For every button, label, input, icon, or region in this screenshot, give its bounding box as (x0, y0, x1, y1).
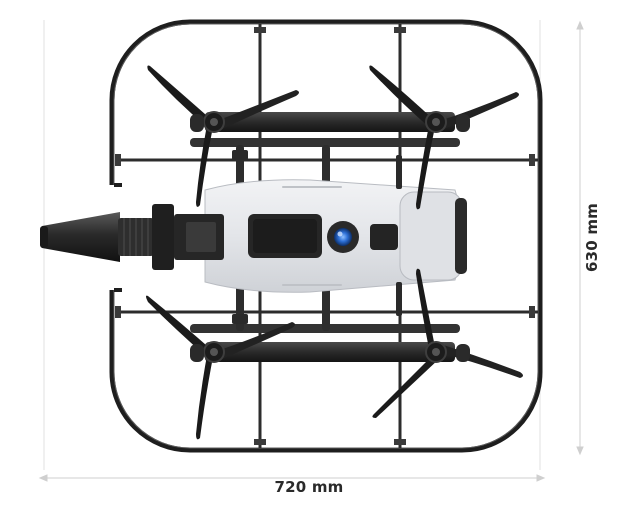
battery-end-cap (455, 198, 467, 274)
width-arrow-left (38, 474, 48, 482)
arm-end-caps (190, 114, 470, 362)
top-sensor-panel-inner (253, 219, 317, 253)
front-arm-tube (190, 138, 460, 147)
nose-cone (42, 212, 120, 262)
skid-top-left (232, 150, 248, 160)
skid-bottom-right (396, 282, 402, 316)
propeller-rear-left (146, 295, 295, 440)
height-arrow-top (576, 20, 584, 30)
height-dimension-label: 630 mm (583, 203, 601, 272)
nose-tip (40, 226, 48, 248)
skid-bottom-left (232, 314, 248, 324)
side-skids (232, 150, 402, 324)
propeller-front-left (147, 65, 299, 207)
width-arrow-right (536, 474, 546, 482)
nose-mount-flange (152, 204, 174, 270)
height-arrow-bottom (576, 446, 584, 456)
width-dimension-label: 720 mm (274, 478, 344, 496)
rear-arm-bar (205, 342, 455, 362)
battery-pack (399, 191, 463, 281)
camera-lens (334, 228, 352, 246)
front-arm-bar (205, 112, 455, 132)
secondary-sensor (370, 224, 398, 250)
nose-assembly (40, 204, 224, 270)
drone-body (204, 179, 467, 293)
skid-top-right (396, 155, 402, 189)
